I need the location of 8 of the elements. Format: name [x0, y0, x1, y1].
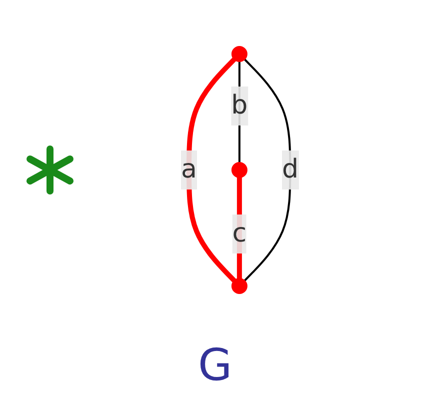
edge-label: d: [282, 154, 299, 184]
node-circle: [232, 162, 248, 178]
edge-label: a: [181, 154, 198, 184]
edge-label: c: [232, 218, 247, 248]
graph-name: G: [198, 340, 232, 391]
edge-label: b: [231, 90, 248, 120]
node-circle: [232, 278, 248, 294]
node-circle: [232, 46, 248, 62]
